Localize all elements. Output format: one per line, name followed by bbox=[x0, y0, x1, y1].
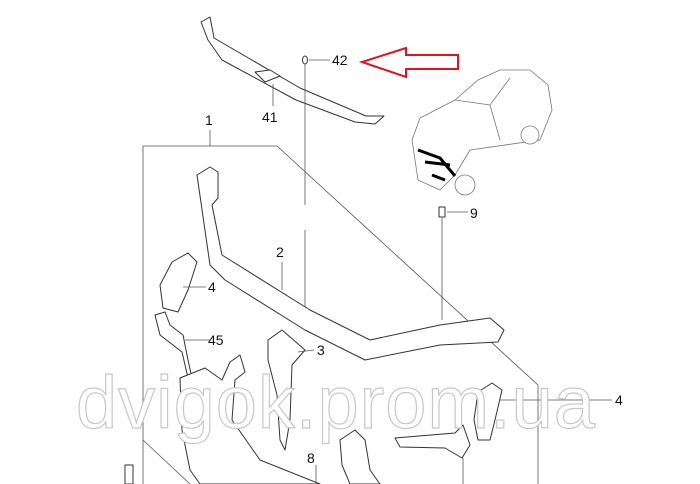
part-3-center-support bbox=[267, 329, 306, 451]
part-4-right-bracket bbox=[473, 382, 503, 441]
part-42-clip bbox=[302, 55, 308, 65]
assembly-bracket bbox=[142, 130, 211, 484]
car-location-icon bbox=[411, 69, 553, 196]
part-41-slot bbox=[254, 69, 281, 83]
assembly-bracket-bottom bbox=[142, 439, 191, 484]
part-4-left-bracket bbox=[159, 252, 198, 313]
assembly-bracket-right bbox=[210, 145, 539, 484]
callout-8: 8 bbox=[307, 450, 315, 466]
part-lower-left-assembly bbox=[179, 354, 321, 484]
red-arrow-icon bbox=[358, 46, 459, 79]
leader-3 bbox=[297, 349, 315, 353]
callout-9: 9 bbox=[470, 205, 478, 221]
part-8-lower-rail bbox=[339, 429, 381, 484]
callout-1: 1 bbox=[205, 112, 213, 128]
watermark: dvigok.prom.ua bbox=[76, 361, 596, 444]
part-45-bracket bbox=[154, 311, 193, 379]
part-41-radiator-cover bbox=[200, 16, 385, 125]
callout-41: 41 bbox=[262, 109, 278, 125]
part-right-lower-bracket bbox=[394, 424, 471, 459]
callout-45: 45 bbox=[208, 332, 224, 348]
callout-3: 3 bbox=[317, 342, 325, 358]
part-9-bolt bbox=[438, 206, 446, 218]
callout-2: 2 bbox=[276, 244, 284, 260]
part-pin bbox=[124, 464, 134, 484]
callout-4-right: 4 bbox=[615, 392, 623, 408]
callout-42: 42 bbox=[332, 52, 348, 68]
callout-4-left: 4 bbox=[208, 279, 216, 295]
part-2-upper-rail bbox=[196, 166, 505, 361]
